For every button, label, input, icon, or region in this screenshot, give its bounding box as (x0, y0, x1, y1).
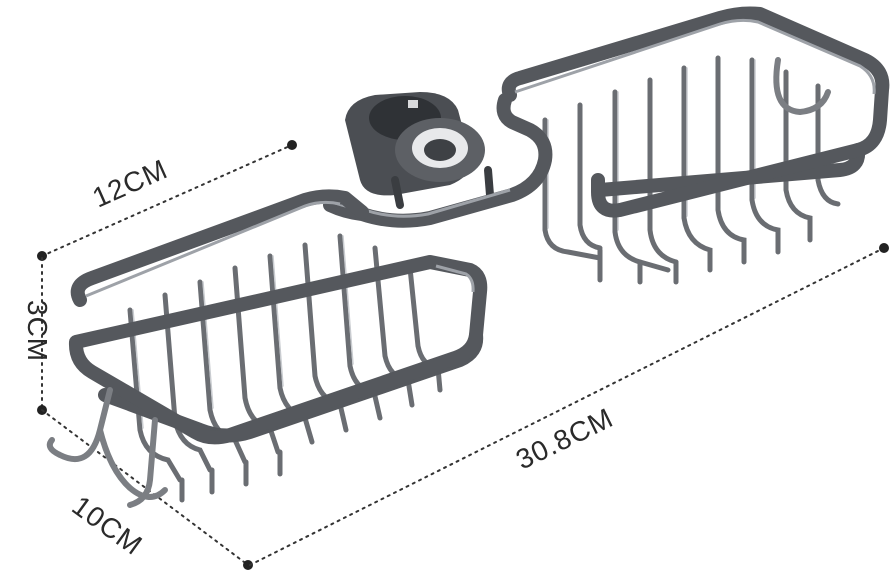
dimension-height-label: 3CM (22, 300, 53, 362)
dimension-width-line (37, 140, 297, 261)
dimension-depth-line (41, 409, 253, 570)
dimension-length-label: 30.8CM (511, 402, 618, 475)
right-basket-wires (542, 55, 841, 285)
dimension-length-line (249, 243, 889, 566)
mounting-clamp (345, 92, 494, 209)
right-basket (501, 6, 890, 285)
left-hook (46, 387, 168, 500)
left-basket (46, 189, 488, 508)
